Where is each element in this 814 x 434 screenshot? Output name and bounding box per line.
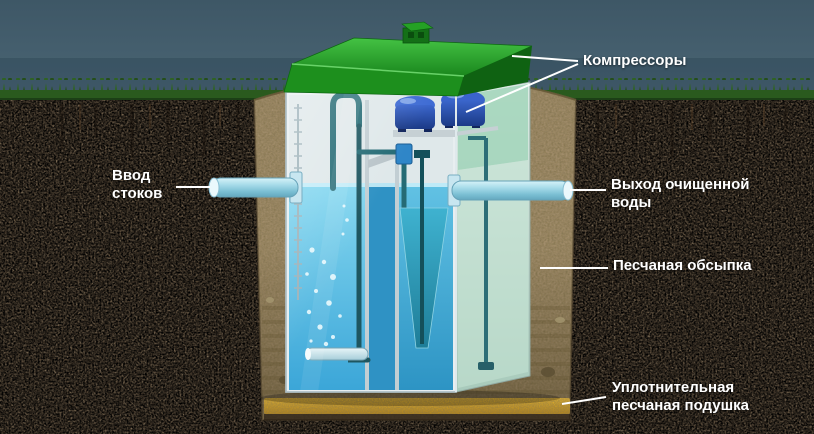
outlet-pipe <box>447 174 574 207</box>
compressor-leader-line-1 <box>511 55 579 62</box>
label-inlet: Ввод стоков <box>112 167 163 202</box>
inlet-pipe <box>208 171 303 204</box>
soil-light-streaks <box>79 104 765 130</box>
tank-lid <box>283 21 533 97</box>
compressor-leader-line-2 <box>465 63 579 113</box>
sand-cushion <box>264 398 570 420</box>
tank-right-face <box>454 81 531 393</box>
soil-root-streaks <box>60 104 788 160</box>
glass-gloss <box>286 92 456 392</box>
cushion-leader-line <box>561 396 607 405</box>
label-outlet: Выход очищенной воды <box>611 176 750 211</box>
tank-shadow <box>260 390 560 406</box>
septic-tank <box>260 21 560 406</box>
clean-water-pipe <box>468 136 488 364</box>
label-sand-backfill: Песчаная обсыпка <box>613 257 752 274</box>
leader-lines <box>176 55 608 405</box>
label-sand-cushion: Уплотнительная песчаная подушка <box>612 379 749 414</box>
vent-cap <box>401 21 434 44</box>
label-compressors: Компрессоры <box>583 52 687 69</box>
